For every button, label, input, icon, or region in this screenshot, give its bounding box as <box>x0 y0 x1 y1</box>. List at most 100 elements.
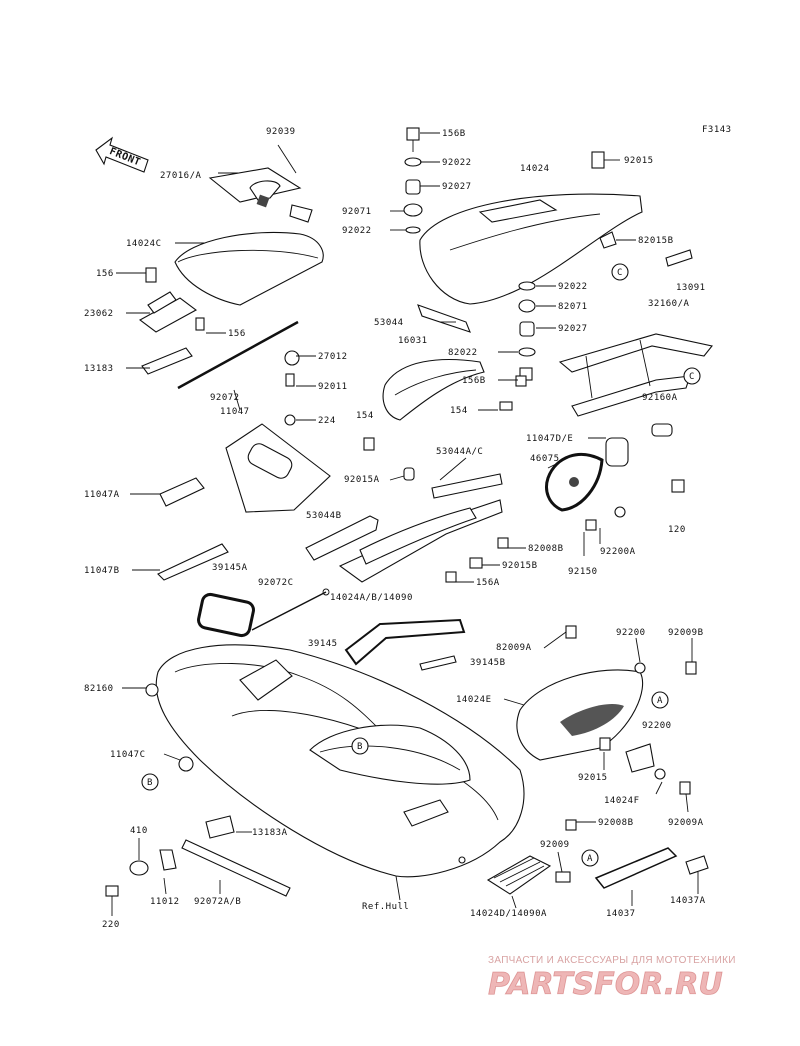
front-hatch-cover <box>174 144 324 306</box>
part-label: 32160/A <box>648 299 690 309</box>
part-label: 82160 <box>84 684 114 694</box>
trim-strip <box>382 304 485 421</box>
part-label: 82071 <box>558 302 588 312</box>
part-label: 13091 <box>676 283 706 293</box>
part-label: 92027 <box>558 324 588 334</box>
hatch-seal <box>344 618 466 671</box>
part-label: 39145 <box>308 639 338 649</box>
part-label: 92022 <box>342 226 372 236</box>
step-plate <box>486 847 709 895</box>
part-label: 410 <box>130 826 148 836</box>
part-label: 92015A <box>344 475 380 485</box>
part-label: 92072C <box>258 578 294 588</box>
ref-letter: A <box>657 696 663 706</box>
part-label: 11047C <box>110 750 146 760</box>
part-label: 154 <box>450 406 468 416</box>
part-label: 92009 <box>540 840 570 850</box>
part-label: 13183A <box>252 828 288 838</box>
part-label: 92150 <box>568 567 598 577</box>
part-label: 82015B <box>638 236 674 246</box>
part-label: 92200 <box>616 628 646 638</box>
part-label: 53044A/C <box>436 447 483 457</box>
part-label: 16031 <box>398 336 428 346</box>
part-label: 92015B <box>502 561 538 571</box>
part-label: 154 <box>356 411 374 421</box>
side-tray <box>305 467 509 583</box>
part-label: 156B <box>462 376 486 386</box>
part-label: 156 <box>96 269 114 279</box>
part-label: 220 <box>102 920 120 930</box>
storage-box <box>516 625 697 831</box>
part-label: 82022 <box>448 348 478 358</box>
right-fasteners <box>518 249 693 381</box>
part-label: 39145A <box>212 563 248 573</box>
lower-hardware <box>105 756 291 897</box>
part-label: 82008B <box>528 544 564 554</box>
part-label: 14024 <box>520 164 550 174</box>
seal-ring <box>197 588 330 638</box>
watermark-logo: PARTSFOR.RU <box>488 967 723 1002</box>
part-label: 92039 <box>266 127 296 137</box>
part-label: 92009A <box>668 818 704 828</box>
part-label: 92200A <box>600 547 636 557</box>
ref-letter: A <box>587 854 593 864</box>
part-label: 39145B <box>470 658 506 668</box>
latch-bracket <box>138 267 300 390</box>
part-label: 92200 <box>642 721 672 731</box>
part-label: 27012 <box>318 352 348 362</box>
part-label: 11047 <box>220 407 250 417</box>
part-label: 11047A <box>84 490 120 500</box>
part-label: 224 <box>318 416 336 426</box>
watermark-tagline: ЗАПЧАСТИ И АКСЕССУАРЫ ДЛЯ МОТОТЕХНИКИ <box>488 955 736 966</box>
grab-handle <box>545 437 685 531</box>
part-label: 13183 <box>84 364 114 374</box>
part-label: 92072 <box>210 393 240 403</box>
ref-letter: B <box>357 742 363 752</box>
front-label: FRONT <box>108 146 142 168</box>
watermark: ЗАПЧАСТИ И АКСЕССУАРЫ ДЛЯ МОТОТЕХНИКИ PA… <box>488 955 736 1002</box>
part-label: 11047B <box>84 566 120 576</box>
part-label: 92009B <box>668 628 704 638</box>
part-label: 120 <box>668 525 686 535</box>
rear-hatch-cover <box>419 151 643 305</box>
part-label: 14024F <box>604 796 640 806</box>
part-label: 156 <box>228 329 246 339</box>
front-arrow: FRONT <box>95 136 149 173</box>
part-label: 14024C <box>126 239 162 249</box>
part-label: 14037A <box>670 896 706 906</box>
part-label: 92160A <box>642 393 678 403</box>
main-deck <box>145 644 525 901</box>
part-label: 92022 <box>442 158 472 168</box>
part-label: 23062 <box>84 309 114 319</box>
part-label: 156A <box>476 578 500 588</box>
part-label: 53044 <box>374 318 404 328</box>
part-label: 92071 <box>342 207 372 217</box>
ref-letter: C <box>617 268 623 278</box>
part-label: 11047D/E <box>526 434 573 444</box>
part-label: 14024D/14090A <box>470 909 547 919</box>
part-label: 14024E <box>456 695 492 705</box>
upper-fasteners <box>403 127 423 234</box>
part-label: 53044B <box>306 511 342 521</box>
ref-letter: B <box>147 778 153 788</box>
part-labels: F3143 92039 27016/A 14024C 156 23062 156… <box>84 125 732 930</box>
reference-markers <box>141 263 701 867</box>
part-label: Ref.Hull <box>362 902 409 912</box>
diagram-code: F3143 <box>702 125 732 135</box>
part-label: 92027 <box>442 182 472 192</box>
part-label: 92011 <box>318 382 348 392</box>
part-label: 92072A/B <box>194 897 241 907</box>
part-label: 92022 <box>558 282 588 292</box>
leader-lines <box>111 132 699 916</box>
part-label: 92015 <box>624 156 654 166</box>
part-label: 11012 <box>150 897 180 907</box>
part-label: 92015 <box>578 773 608 783</box>
part-label: 27016/A <box>160 171 202 181</box>
part-label: 46075 <box>530 454 560 464</box>
part-label: 14037 <box>606 909 636 919</box>
part-label: 14024A/B/14090 <box>330 593 413 603</box>
part-label: 92008B <box>598 818 634 828</box>
part-label: 156B <box>442 129 466 139</box>
